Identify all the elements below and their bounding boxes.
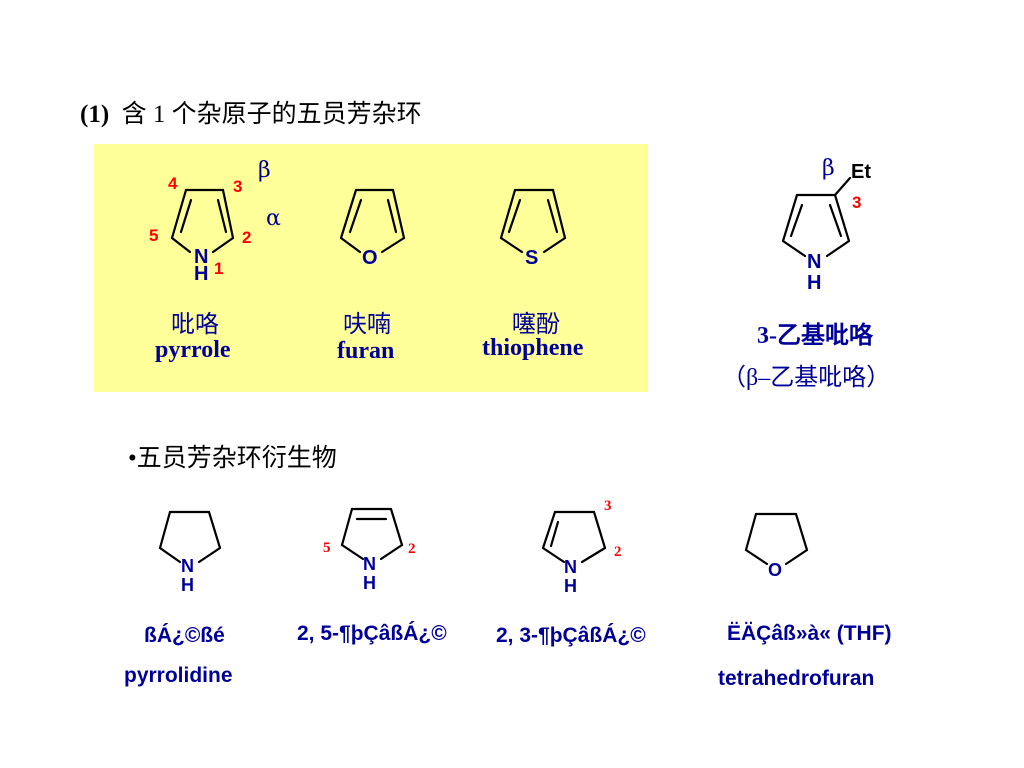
pyrrole-name-cn: 吡咯: [171, 312, 219, 338]
pyrrolidine-n-atom: N: [181, 556, 194, 576]
pyrrole-position-4: 4: [168, 174, 178, 193]
section-heading: (1) 含 1 个杂原子的五员芳杂环: [80, 94, 422, 130]
ethylpyrrole-h-atom: H: [807, 272, 822, 294]
pyrrolidine-name: ßÁ¿©ßé: [144, 624, 225, 647]
furan-o-atom: O: [362, 247, 378, 269]
dihydropyrrole-23-h-atom: H: [564, 576, 577, 596]
thiophene-ring: [499, 188, 567, 254]
beta-symbol: β: [258, 158, 271, 183]
pyrrolidine-h-atom: H: [181, 575, 194, 595]
section-number: (1): [80, 101, 110, 128]
pyrrolidine-ring: [158, 510, 222, 564]
dihydropyrrole-23-ring: [541, 510, 607, 564]
furan-ring: [339, 188, 406, 254]
pyrrole-position-2: 2: [242, 228, 252, 247]
pyrrolidine-name-en: pyrrolidine: [124, 664, 233, 687]
furan-name-en: furan: [337, 338, 395, 364]
pyrrole-n-atom: N: [194, 246, 209, 268]
dihydropyrrole-25-ring: [340, 507, 404, 561]
alpha-symbol: α: [266, 206, 281, 231]
thiophene-name-en: thiophene: [482, 335, 584, 361]
dihydropyrrole-25-n-atom: N: [363, 554, 376, 574]
ethylpyrrole-beta-symbol: β: [822, 156, 835, 181]
ethylpyrrole-ring: [781, 176, 852, 258]
derivatives-heading: •五员芳杂环衍生物: [128, 445, 337, 472]
dihydropyrrole-23-position-2: 2: [614, 544, 622, 560]
pyrrole-position-5: 5: [149, 226, 159, 245]
thf-name-en: tetrahedrofuran: [718, 667, 875, 690]
ethylpyrrole-alt-name: （β–乙基吡咯）: [722, 365, 891, 391]
dihydropyrrole-25-h-atom: H: [363, 573, 376, 593]
dihydropyrrole-23-position-3: 3: [604, 498, 612, 514]
dihydropyrrole-25-name: 2, 5-¶þÇâßÁ¿©: [297, 622, 447, 645]
section-title: 含 1 个杂原子的五员芳杂环: [121, 101, 422, 128]
dihydropyrrole-23-n-atom: N: [564, 557, 577, 577]
pyrrole-ring: [170, 188, 235, 254]
ethylpyrrole-name: 3-乙基吡咯: [757, 323, 873, 349]
dihydropyrrole-23-name: 2, 3-¶þÇâßÁ¿©: [496, 624, 646, 647]
thiophene-s-atom: S: [525, 247, 539, 269]
thf-name: ËÄÇâß»à« (THF): [727, 622, 892, 645]
furan-name-cn: 呋喃: [343, 312, 391, 338]
dihydropyrrole-25-position-2: 2: [408, 541, 416, 557]
pyrrole-h-atom: H: [194, 263, 209, 285]
ethylpyrrole-position-3: 3: [852, 193, 862, 212]
pyrrole-name-en: pyrrole: [155, 337, 231, 363]
dihydropyrrole-25-position-5: 5: [323, 540, 331, 556]
aromatic-rings-panel: [94, 144, 648, 392]
ethyl-substituent: Et: [851, 161, 871, 183]
thf-o-atom: O: [768, 560, 783, 580]
ethylpyrrole-n-atom: N: [807, 251, 822, 273]
thiophene-name-cn: 噻酚: [512, 312, 560, 338]
pyrrole-position-1: 1: [214, 259, 224, 278]
pyrrole-position-3: 3: [233, 177, 243, 196]
thf-ring: [744, 512, 809, 566]
